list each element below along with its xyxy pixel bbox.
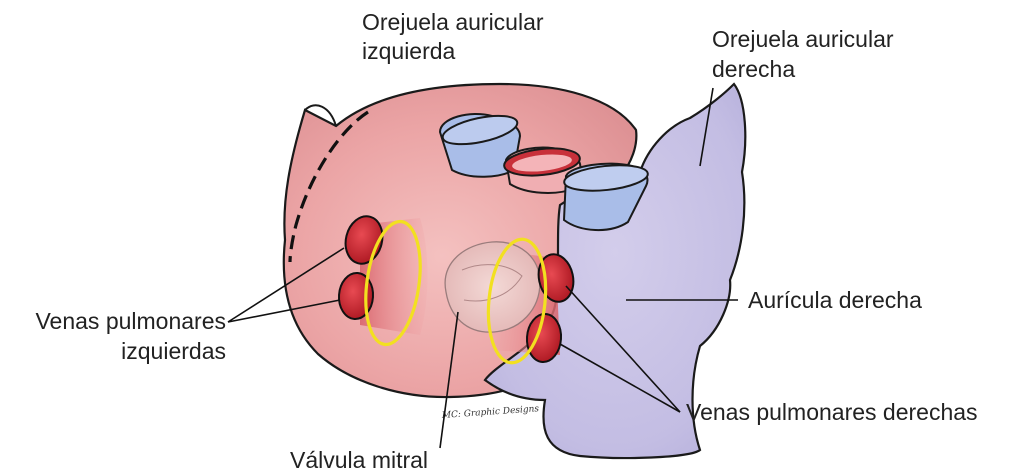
label-left-veins-line2: izquierdas [121,338,226,364]
label-left-veins-line1: Venas pulmonares [35,308,226,334]
label-right-appendage-line1: Orejuela auricular [712,26,894,52]
label-left-appendage-line2: izquierda [362,38,456,64]
label-right-atrium: Aurícula derecha [748,287,922,313]
label-left-appendage-line1: Orejuela auricular [362,9,544,35]
label-right-veins: Venas pulmonares derechas [686,399,978,425]
label-mitral-valve: Válvula mitral [290,447,428,473]
artist-signature: MC: Graphic Designs [441,404,540,421]
mitral-valve [445,242,540,332]
label-right-appendage-line2: derecha [712,56,795,82]
